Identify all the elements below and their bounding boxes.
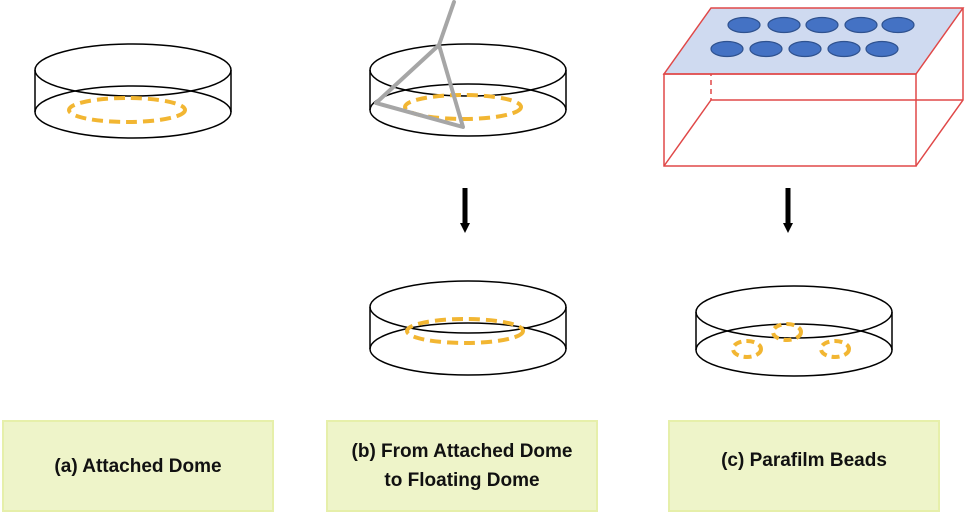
spatula-icon [374,0,465,129]
dish-bottom-rim [369,322,567,376]
caption-box-a: (a) Attached Dome [2,420,274,512]
bead-icon [805,16,839,34]
panel-b-dish-bottom [369,280,567,376]
panel-c-mold [662,7,965,167]
bead-icon [710,40,744,58]
mold-side-face [915,8,964,167]
dish-top-rim [369,280,567,334]
petri-dish-icon [695,285,893,377]
bead-icon [844,16,878,34]
bead-row-front [710,40,899,58]
bead-icon [749,40,783,58]
small-domes [731,322,851,359]
petri-dish-icon [369,280,567,376]
dish-top-rim [34,43,232,97]
dish-top-rim [695,285,893,339]
bead-icon [827,40,861,58]
dome-icon [67,96,187,124]
bead-row-back [727,16,915,34]
dome-icon [405,317,525,345]
spatula-blade [374,43,465,129]
panel-a-dish [34,43,232,139]
dish-bottom-rim [695,323,893,377]
bead-icon [865,40,899,58]
dish-top-rim [369,43,567,97]
dish-bottom-rim [369,83,567,137]
spatula-handle [437,0,456,47]
caption-box-c: (c) Parafilm Beads [668,420,940,512]
panel-b-dish-top [369,0,567,137]
caption-c: (c) Parafilm Beads [721,449,887,471]
bead-icon [767,16,801,34]
bead-icon [881,16,915,34]
mold-front-face [663,73,917,167]
petri-dish-icon [369,43,567,137]
petri-dish-icon [34,43,232,139]
dish-bottom-rim [34,85,232,139]
dome-icon [819,339,851,359]
caption-a: (a) Attached Dome [54,455,222,477]
dome-icon [403,93,523,121]
dome-icon [771,322,803,342]
caption-b: (b) From Attached Dome to Floating Dome [351,441,573,491]
bead-icon [788,40,822,58]
panel-c-dish-bottom [695,285,893,377]
dome-icon [731,339,763,359]
caption-box-b: (b) From Attached Dome to Floating Dome [326,420,598,512]
bead-icon [727,16,761,34]
mold-hidden-edge-back-left [663,99,712,167]
mold-top-face [662,7,965,75]
